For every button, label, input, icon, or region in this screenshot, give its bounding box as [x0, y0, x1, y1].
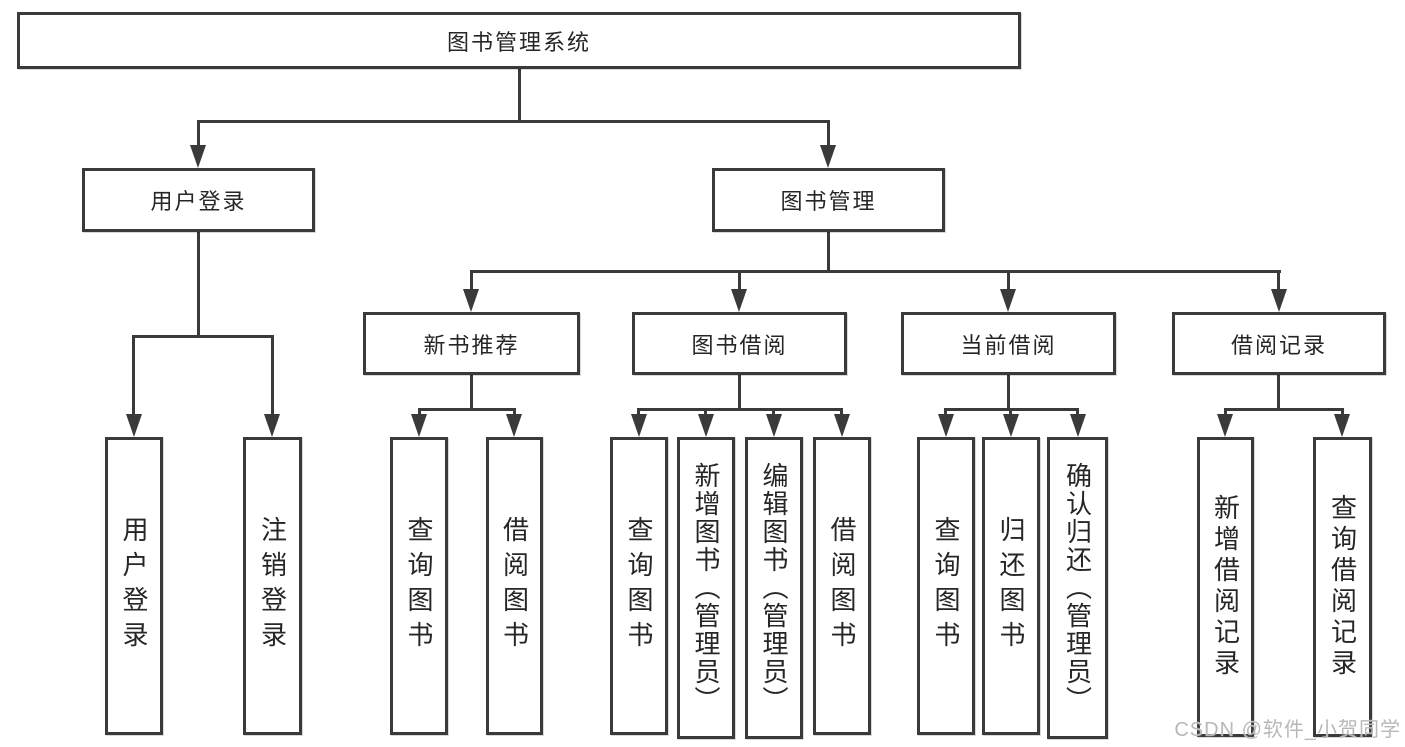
leaf-label: 新增图书（管理员） — [691, 462, 721, 714]
arrow-down-icon — [1334, 414, 1350, 437]
arrow-down-icon — [264, 414, 280, 437]
arrow-down-icon — [126, 414, 142, 437]
leaf-book-borrow-add-admin: 新增图书（管理员） — [677, 437, 735, 739]
connector-line — [197, 120, 200, 147]
node-label: 图书管理 — [780, 189, 877, 214]
node-label: 图书管理系统 — [446, 29, 591, 55]
leaf-label: 查询图书 — [404, 516, 434, 656]
node-label: 新书推荐 — [423, 332, 520, 358]
connector-line — [827, 231, 830, 273]
leaf-new-book-query: 查询图书 — [390, 437, 448, 735]
leaf-borrow-record-query: 查询借阅记录 — [1313, 437, 1372, 737]
connector-line — [470, 270, 473, 291]
leaf-label: 借阅图书 — [499, 516, 530, 656]
node-book-borrow: 图书借阅 — [632, 312, 847, 375]
arrow-down-icon — [1000, 289, 1016, 312]
leaf-label: 编辑图书（管理员） — [759, 462, 789, 714]
connector-line — [1009, 408, 1012, 416]
connector-line — [418, 408, 516, 411]
leaf-user-login: 用户登录 — [105, 437, 163, 735]
leaf-label: 借阅图书 — [827, 516, 857, 656]
leaf-current-borrow-query: 查询图书 — [917, 437, 975, 735]
connector-line — [1224, 408, 1344, 411]
connector-line — [772, 408, 775, 416]
arrow-down-icon — [631, 414, 647, 437]
leaf-label: 查询图书 — [624, 516, 654, 656]
leaf-label: 注销登录 — [257, 516, 288, 656]
arrow-down-icon — [834, 414, 850, 437]
arrow-down-icon — [820, 145, 836, 168]
arrow-down-icon — [411, 414, 427, 437]
connector-line — [944, 408, 947, 416]
node-label: 当前借阅 — [960, 332, 1057, 358]
connector-line — [418, 408, 421, 416]
leaf-label: 用户登录 — [119, 516, 149, 656]
connector-line — [1076, 408, 1079, 416]
connector-line — [840, 408, 843, 416]
leaf-new-book-borrow: 借阅图书 — [486, 437, 543, 735]
connector-line — [637, 408, 843, 411]
connector-line — [518, 68, 521, 123]
connector-line — [1277, 374, 1280, 410]
arrow-down-icon — [698, 414, 714, 437]
connector-line — [197, 120, 830, 123]
leaf-label: 确认归还（管理员） — [1062, 462, 1093, 714]
connector-line — [1224, 408, 1227, 416]
leaf-book-borrow-query: 查询图书 — [610, 437, 668, 735]
arrow-down-icon — [463, 289, 479, 312]
leaf-current-borrow-confirm-admin: 确认归还（管理员） — [1047, 437, 1108, 739]
leaf-book-borrow-borrow: 借阅图书 — [813, 437, 871, 735]
arrow-down-icon — [190, 145, 206, 168]
arrow-down-icon — [1003, 414, 1019, 437]
leaf-logout: 注销登录 — [243, 437, 302, 735]
arrow-down-icon — [1217, 414, 1233, 437]
arrow-down-icon — [506, 414, 522, 437]
node-current-borrow: 当前借阅 — [901, 312, 1116, 375]
arrow-down-icon — [731, 289, 747, 312]
leaf-label: 归还图书 — [996, 516, 1026, 656]
connector-line — [1277, 270, 1280, 291]
node-label: 用户登录 — [150, 189, 247, 214]
node-user-login: 用户登录 — [82, 168, 315, 232]
connector-line — [470, 374, 473, 410]
node-borrow-record: 借阅记录 — [1172, 312, 1386, 375]
csdn-watermark: CSDN @软件_小贺同学 — [1174, 719, 1401, 741]
connector-line — [132, 335, 274, 338]
node-new-book-recommend: 新书推荐 — [363, 312, 580, 375]
arrow-down-icon — [938, 414, 954, 437]
connector-line — [132, 335, 135, 416]
leaf-current-borrow-return: 归还图书 — [982, 437, 1040, 735]
connector-line — [1007, 374, 1010, 410]
arrow-down-icon — [766, 414, 782, 437]
connector-line — [513, 408, 516, 416]
leaf-label: 新增借阅记录 — [1210, 494, 1241, 680]
connector-line — [1007, 270, 1010, 291]
connector-line — [470, 270, 1281, 273]
node-root-library-system: 图书管理系统 — [17, 12, 1021, 69]
connector-line — [1341, 408, 1344, 416]
leaf-book-borrow-edit-admin: 编辑图书（管理员） — [745, 437, 803, 739]
connector-line — [197, 231, 200, 338]
connector-line — [271, 335, 274, 416]
leaf-borrow-record-add: 新增借阅记录 — [1197, 437, 1254, 737]
leaf-label: 查询图书 — [931, 516, 961, 656]
arrow-down-icon — [1070, 414, 1086, 437]
connector-line — [738, 270, 741, 291]
connector-line — [704, 408, 707, 416]
node-label: 图书借阅 — [691, 332, 788, 358]
node-label: 借阅记录 — [1230, 332, 1327, 358]
connector-line — [738, 374, 741, 410]
leaf-label: 查询借阅记录 — [1327, 494, 1358, 680]
connector-line — [637, 408, 640, 416]
connector-line — [827, 120, 830, 147]
arrow-down-icon — [1271, 289, 1287, 312]
node-book-management: 图书管理 — [712, 168, 945, 232]
